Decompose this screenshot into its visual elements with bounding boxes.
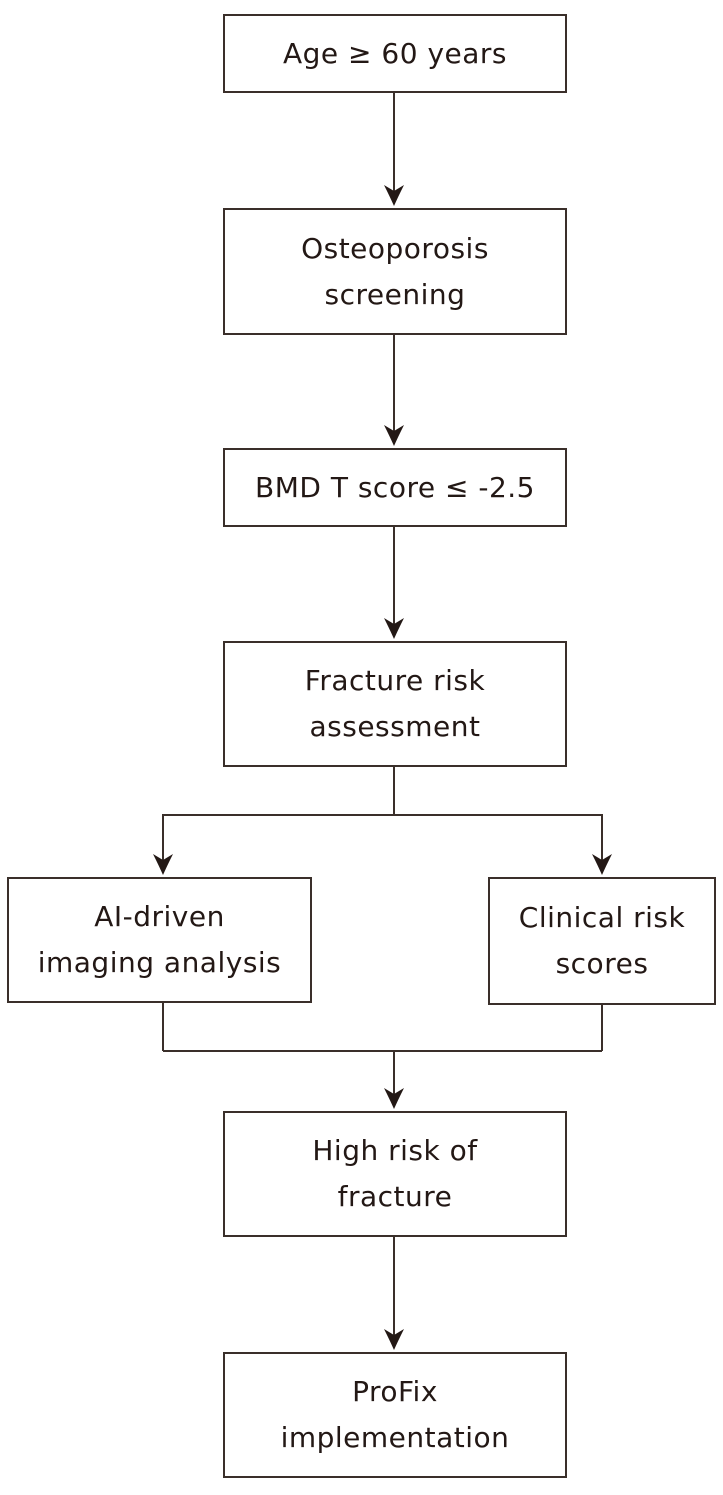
node-high-risk-label: High risk of fracture — [312, 1134, 478, 1213]
node-ai-imaging: AI-driven imaging analysis — [7, 877, 312, 1003]
edge-highrisk-profix — [383, 1237, 405, 1351]
node-profix-label: ProFix implementation — [280, 1375, 510, 1454]
node-bmd: BMD T score ≤ -2.5 — [223, 448, 567, 527]
edge-screening-bmd — [383, 335, 405, 447]
node-high-risk: High risk of fracture — [223, 1111, 567, 1237]
node-assessment: Fracture risk assessment — [223, 641, 567, 767]
node-clinical-scores: Clinical risk scores — [488, 877, 716, 1005]
node-screening-label: Osteoporosis screening — [301, 231, 489, 311]
node-age: Age ≥ 60 years — [223, 14, 567, 93]
edge-merge-highrisk — [162, 1003, 603, 1110]
edge-assessment-branch — [152, 767, 613, 876]
node-profix: ProFix implementation — [223, 1352, 567, 1478]
node-bmd-label: BMD T score ≤ -2.5 — [255, 470, 535, 504]
edge-bmd-assessment — [383, 527, 405, 640]
node-screening: Osteoporosis screening — [223, 208, 567, 335]
node-assessment-label: Fracture risk assessment — [304, 664, 486, 743]
edge-age-screening — [383, 93, 405, 207]
node-ai-imaging-label: AI-driven imaging analysis — [37, 900, 282, 979]
node-clinical-scores-label: Clinical risk scores — [518, 901, 686, 980]
node-age-label: Age ≥ 60 years — [283, 36, 507, 70]
